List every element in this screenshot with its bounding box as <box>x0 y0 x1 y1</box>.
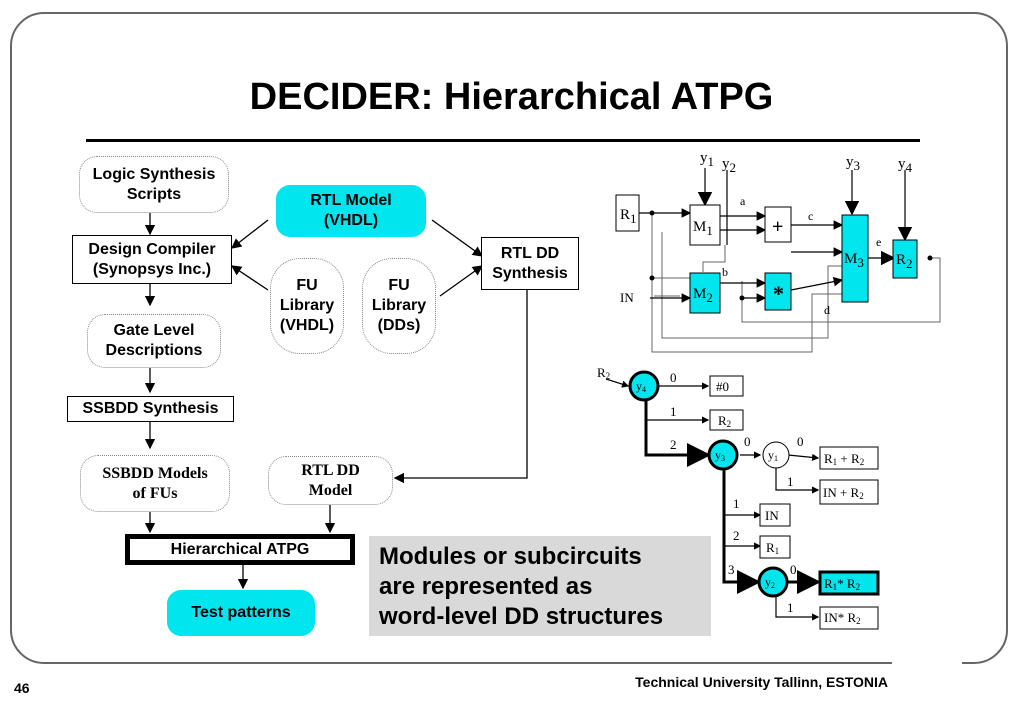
register-r2-label: R2 <box>896 252 913 271</box>
text-line: Scripts <box>126 185 182 203</box>
slide-title: DECIDER: Hierarchical ATPG <box>249 76 774 118</box>
adder-symbol: + <box>772 216 783 238</box>
text-line: (VHDL) <box>279 317 335 334</box>
dd-edge-label: 0 <box>790 562 797 577</box>
text-line: FU <box>296 277 318 294</box>
input-in-label: IN <box>620 290 634 305</box>
dd-edge-label: 0 <box>744 434 751 449</box>
hierarchical-atpg-box: Hierarchical ATPG <box>125 534 355 565</box>
text-line: Library <box>371 297 427 314</box>
dd-edge-label: 2 <box>733 528 740 543</box>
dd-term-r2: R2 <box>718 413 731 429</box>
control-y2-label: y2 <box>722 156 736 175</box>
wire-d-label: d <box>824 303 830 317</box>
control-y3-label: y3 <box>846 154 860 173</box>
text-line: Design Compiler <box>88 240 216 258</box>
title-rule <box>86 139 920 142</box>
control-y1-label: y1 <box>700 150 714 169</box>
mux-m1-label: M1 <box>693 219 713 238</box>
multiplier-symbol: * <box>773 281 784 306</box>
dd-term-r1: R1 <box>766 540 779 556</box>
test-patterns-box: Test patterns <box>167 590 315 636</box>
text-line: RTL Model <box>310 192 392 209</box>
dd-edge-label: 1 <box>787 600 794 615</box>
dd-edge-label: 1 <box>670 404 677 419</box>
control-y4-label: y4 <box>898 156 913 175</box>
dd-node-y2: y2 <box>765 575 775 590</box>
text-line: SSBDD Models <box>102 464 208 482</box>
rtl-model-box: RTL Model (VHDL) <box>276 185 426 237</box>
dd-term-hash0: #0 <box>716 379 729 394</box>
dd-root-label: R2 <box>597 365 610 381</box>
dd-edge-label: 0 <box>797 434 804 449</box>
text-line: Gate Level <box>113 322 195 339</box>
text-line: (VHDL) <box>323 212 379 229</box>
dd-edge-label: 3 <box>728 562 735 577</box>
dd-edge-label: 1 <box>733 496 740 511</box>
text-line: Library <box>279 297 335 314</box>
ssbdd-models: SSBDD Models of FUs <box>80 455 230 512</box>
wire-e-label: e <box>876 235 881 249</box>
text-line: (DDs) <box>377 317 421 334</box>
note-box: Modules or subcircuits are represented a… <box>369 536 711 636</box>
dd-edge-label: 1 <box>787 474 794 489</box>
wire-a-label: a <box>740 194 746 208</box>
mux-m3-label: M3 <box>844 251 864 270</box>
text-line: Logic Synthesis <box>92 165 216 183</box>
footer-institution: Technical University Tallinn, ESTONIA <box>635 674 888 690</box>
ssbdd-synthesis-box: SSBDD Synthesis <box>67 396 234 422</box>
dd-term-in-times-r2: IN* R2 <box>824 610 861 626</box>
text-line: (Synopsys Inc.) <box>92 260 212 278</box>
wire-b-label: b <box>722 265 728 279</box>
page-number: 46 <box>14 680 30 696</box>
dd-node-y3: y3 <box>715 448 725 463</box>
dd-node-y4: y4 <box>636 379 646 394</box>
dd-edge-label: 2 <box>670 437 677 452</box>
text-line: of FUs <box>132 484 178 502</box>
text-line: FU <box>388 277 410 294</box>
fu-library-dds: FU Library (DDs) <box>362 258 436 354</box>
design-compiler-box: Design Compiler (Synopsys Inc.) <box>72 235 232 284</box>
text-line: Model <box>308 481 353 499</box>
dd-term-in: IN <box>765 508 779 523</box>
register-r1-label: R1 <box>620 207 637 226</box>
fu-library-vhdl: FU Library (VHDL) <box>270 258 344 354</box>
frame-gap <box>892 655 962 675</box>
rtl-dd-model: RTL DD Model <box>268 456 393 505</box>
dd-term-in-plus-r2: IN + R2 <box>823 485 864 501</box>
text-line: RTL DD <box>301 461 360 479</box>
note-line: Modules or subcircuits <box>379 543 642 570</box>
dd-term-r1-times-r2: R1* R2 <box>824 576 860 592</box>
text-line: Synthesis <box>492 264 568 282</box>
dd-term-r1-plus-r2: R1 + R2 <box>824 451 864 467</box>
dd-edge-label: 0 <box>670 370 677 385</box>
note-line: are represented as <box>379 573 593 600</box>
wire-c-label: c <box>808 209 813 223</box>
rtl-dd-synthesis-box: RTL DD Synthesis <box>481 237 579 290</box>
text-line: RTL DD <box>500 244 560 262</box>
text-line: Descriptions <box>105 342 203 359</box>
dd-node-y1: y1 <box>768 448 778 463</box>
note-line: word-level DD structures <box>379 603 664 630</box>
mux-m2-label: M2 <box>693 286 713 305</box>
